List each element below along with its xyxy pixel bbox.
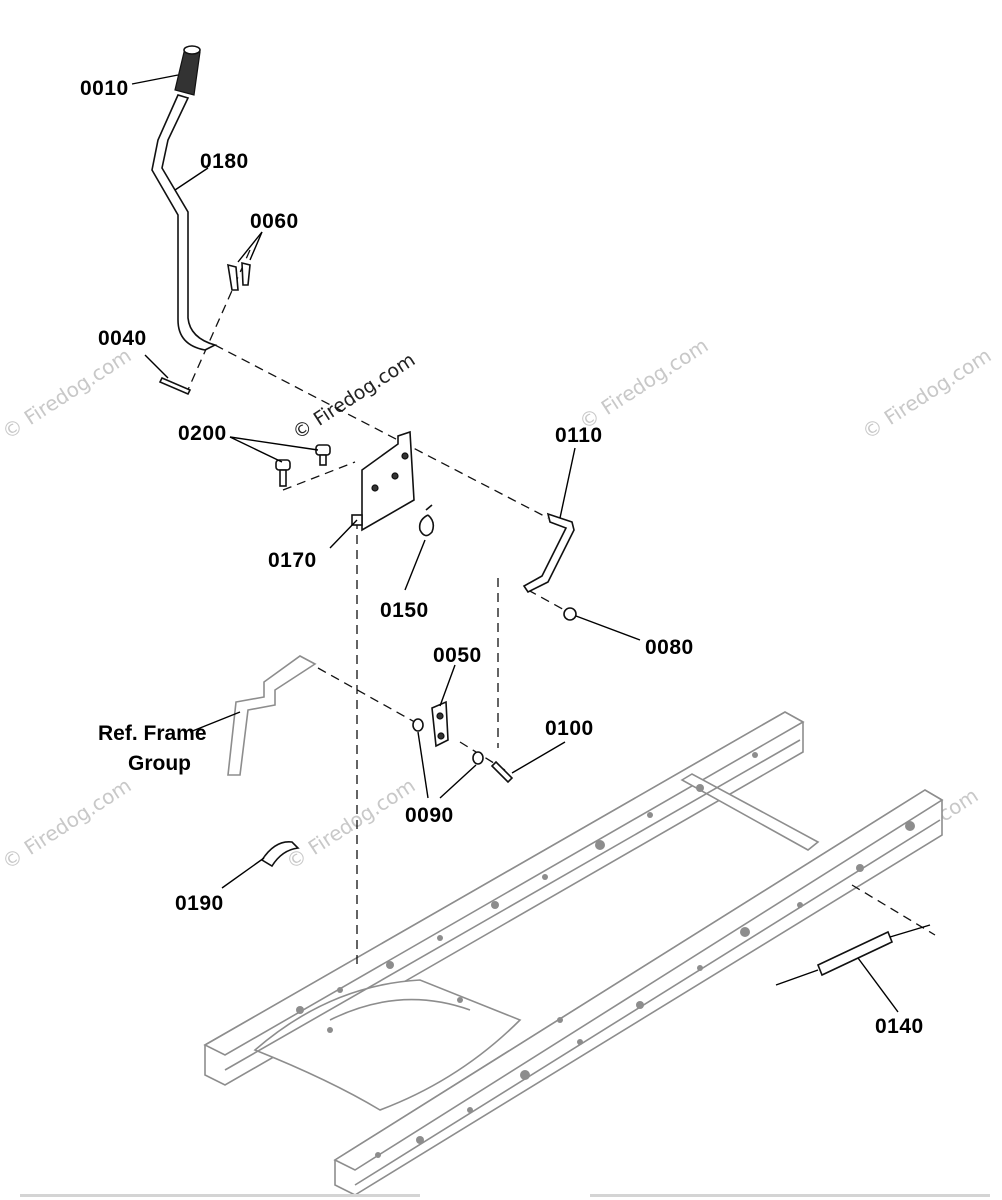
leader-line [249,231,263,261]
alignment-line [214,344,549,519]
alignment-lines [186,249,936,965]
pin-0040 [158,376,192,396]
alignment-line [459,741,506,771]
bolt [227,263,239,291]
frame-assembly [203,711,944,1196]
rod-0110 [522,512,575,594]
alignment-line [317,667,421,726]
bracket-0170 [351,430,415,532]
bolts-0200 [275,444,331,487]
pin-0100 [490,760,514,784]
alignment-line [282,461,356,491]
watermark-center: © Firedog.com [289,349,419,444]
leader-line [131,74,179,85]
callout-0140: 0140 [875,1015,924,1038]
alignment-line [186,249,251,393]
frame-inner-edge [354,819,941,1186]
spring-body [816,930,894,977]
frame-plate [253,979,522,1111]
leader-line [229,436,283,463]
callout-0060: 0060 [250,210,299,233]
washer-0090 [472,751,484,765]
footer-divider [590,1194,990,1197]
callout-0170: 0170 [268,549,317,572]
leader-line [511,741,566,774]
leader-line [189,711,241,733]
shift-grip [174,47,201,96]
spring-hook [775,969,819,986]
watermark: © Firedog.com [282,773,420,874]
shift-lever [151,45,218,351]
callout-0110: 0110 [555,424,603,447]
alignment-line [527,589,569,613]
bracket-plate [361,430,415,532]
leader-line [559,447,576,519]
frame-rail-upper-top [203,711,805,1056]
link-hole [437,732,445,740]
leader-line [439,664,456,707]
nut-0080 [563,607,577,621]
callout-0080: 0080 [645,636,694,659]
leader-lines [131,74,899,1013]
reference-label-line1: Ref. Frame [98,722,207,745]
watermark: © Firedog.com [0,343,135,444]
leader-line [144,354,169,379]
leader-line [575,615,641,641]
callout-0050: 0050 [433,644,482,667]
reference-label-line2: Group [128,752,191,775]
leader-line [229,436,319,451]
link-hole [436,712,444,720]
callout-labels: 0010 0180 0060 0040 0200 0110 0170 0150 … [80,77,924,1038]
callout-0090: 0090 [405,804,454,827]
frame-rail-lower-top [333,789,944,1171]
frame-cross-tube [680,773,820,851]
footer-divider [20,1194,420,1197]
leader-line [174,167,209,191]
leader-line [329,519,358,549]
watermark: © Firedog.com [858,343,996,444]
spring-0140 [775,924,931,986]
callout-0180: 0180 [200,150,249,173]
leader-line [417,731,429,799]
bolt-head [315,444,331,456]
bracket-hole [391,472,399,480]
leader-line [439,764,477,799]
callout-0190: 0190 [175,892,224,915]
washer-0090 [412,718,424,732]
watermark: © Firedog.com [575,333,713,434]
shift-grip-cap [183,45,201,55]
callout-0010: 0010 [80,77,129,100]
callout-0200: 0200 [178,422,227,445]
callout-0040: 0040 [98,327,147,350]
bracket-hole [371,484,379,492]
bracket-hole [401,452,409,460]
watermark: © Firedog.com [0,773,135,874]
callout-0100: 0100 [545,717,594,740]
bolts-0060 [227,261,251,291]
frame-holes [296,752,915,1158]
leader-line [237,231,263,263]
frame-plate-arc [329,998,471,1021]
leader-line [857,957,899,1013]
spring-hook [889,924,931,938]
alignment-line [851,884,936,936]
leader-line [221,857,265,889]
frame-inner-edge [224,739,801,1071]
bolt [241,261,251,286]
leader-line [404,539,426,591]
shift-lever-rod [151,94,218,351]
bolt-shank [319,454,327,466]
callout-0150: 0150 [380,599,429,622]
bolt-shank [279,469,287,487]
spring-clip-0150 [418,504,435,537]
bolt-head [275,459,291,471]
ref-frame-rod [227,655,317,776]
clip-0190 [260,841,300,868]
